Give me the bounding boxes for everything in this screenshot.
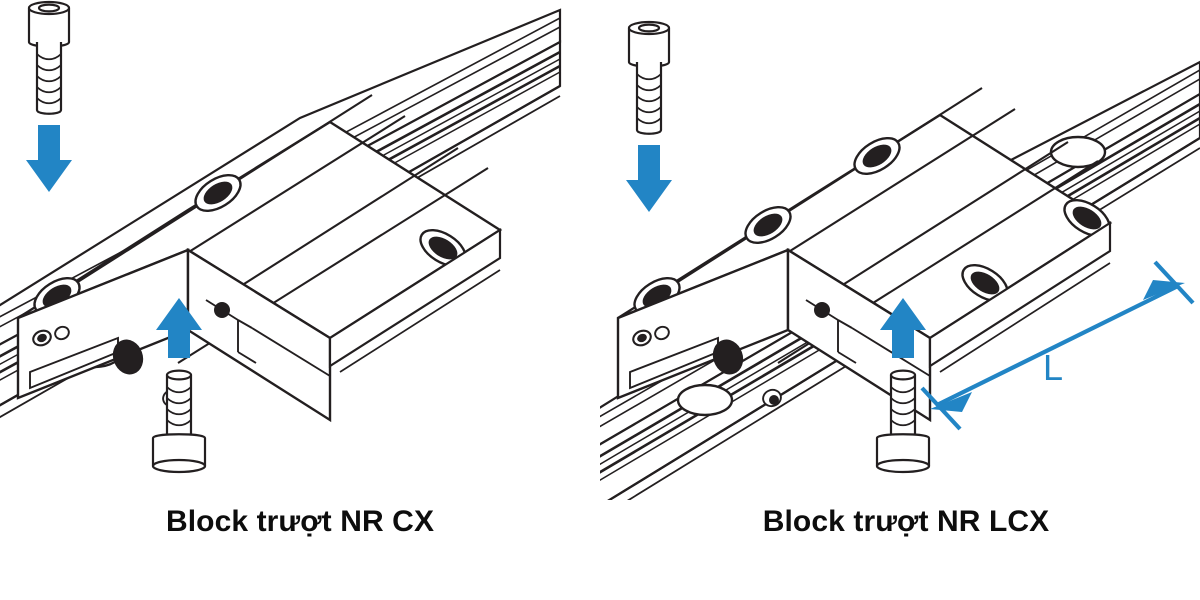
mounting-hole-bore — [203, 181, 233, 205]
bottom-assembly-arrow — [156, 298, 202, 358]
grease-nipple-bore — [37, 333, 47, 343]
drawing-nr-cx — [0, 0, 562, 474]
bottom-socket-head-cap-screw — [875, 369, 931, 474]
endcap-lower-bore-inner — [769, 395, 779, 405]
endcap-small-bore — [654, 325, 670, 341]
screw-threads — [890, 386, 916, 427]
panel-nr-cx: Block trượt NR CX — [0, 0, 600, 538]
mounting-hole-bore — [1072, 206, 1102, 230]
screw-shank — [165, 375, 193, 440]
screw-threads — [636, 73, 662, 125]
top-socket-head-cap-screw — [627, 20, 671, 135]
hex-socket-icon — [37, 3, 61, 13]
mounting-hole-bore — [753, 213, 783, 237]
screw-shank-top — [889, 369, 917, 381]
endcap-small-bore — [54, 325, 70, 341]
dimension-line — [936, 284, 1179, 407]
mounting-hole-bore — [428, 236, 458, 260]
screw-shank — [889, 375, 917, 440]
hex-socket-icon — [637, 23, 661, 33]
figure-nr-lcx: L — [600, 0, 1200, 500]
top-assembly-arrow — [26, 125, 72, 192]
caption-nr-cx: Block trượt NR CX — [165, 505, 435, 538]
bottom-assembly-arrow — [880, 298, 926, 358]
endcap-center-bore — [112, 339, 144, 375]
screw-shank — [635, 62, 663, 135]
screw-shank — [35, 42, 63, 115]
front-face-bore — [214, 302, 230, 318]
length-dimension: L — [920, 260, 1195, 431]
panel-nr-lcx: L Block trượt NR LCX — [600, 0, 1200, 600]
mounting-hole-bore — [862, 144, 892, 168]
grease-nipple-bore — [637, 333, 647, 343]
screw-head-bottom — [875, 458, 931, 474]
carriage-block — [16, 94, 503, 423]
front-face-bore — [814, 302, 830, 318]
block-front-face — [186, 247, 332, 423]
mounting-hole-bore — [970, 271, 1000, 295]
screw-shank-top — [165, 369, 193, 381]
screw-head-bottom — [151, 458, 207, 474]
drawing-nr-lcx: L — [600, 20, 1200, 500]
screw-threads — [36, 53, 62, 105]
dimension-tick-left — [920, 386, 962, 431]
carriage-block — [616, 87, 1113, 423]
bottom-socket-head-cap-screw — [151, 369, 207, 474]
dimension-tick-right — [1153, 260, 1195, 305]
top-socket-head-cap-screw — [27, 0, 71, 115]
screw-threads — [166, 386, 192, 427]
top-assembly-arrow — [626, 145, 672, 212]
block-side-face — [928, 220, 1112, 369]
endcap-center-bore — [712, 339, 744, 375]
figure-nr-cx — [0, 0, 600, 500]
block-side-face — [328, 227, 502, 369]
dimension-label-L: L — [1043, 347, 1063, 388]
rail-counterbore-hole — [676, 383, 734, 417]
caption-nr-lcx: Block trượt NR LCX — [762, 505, 1050, 538]
